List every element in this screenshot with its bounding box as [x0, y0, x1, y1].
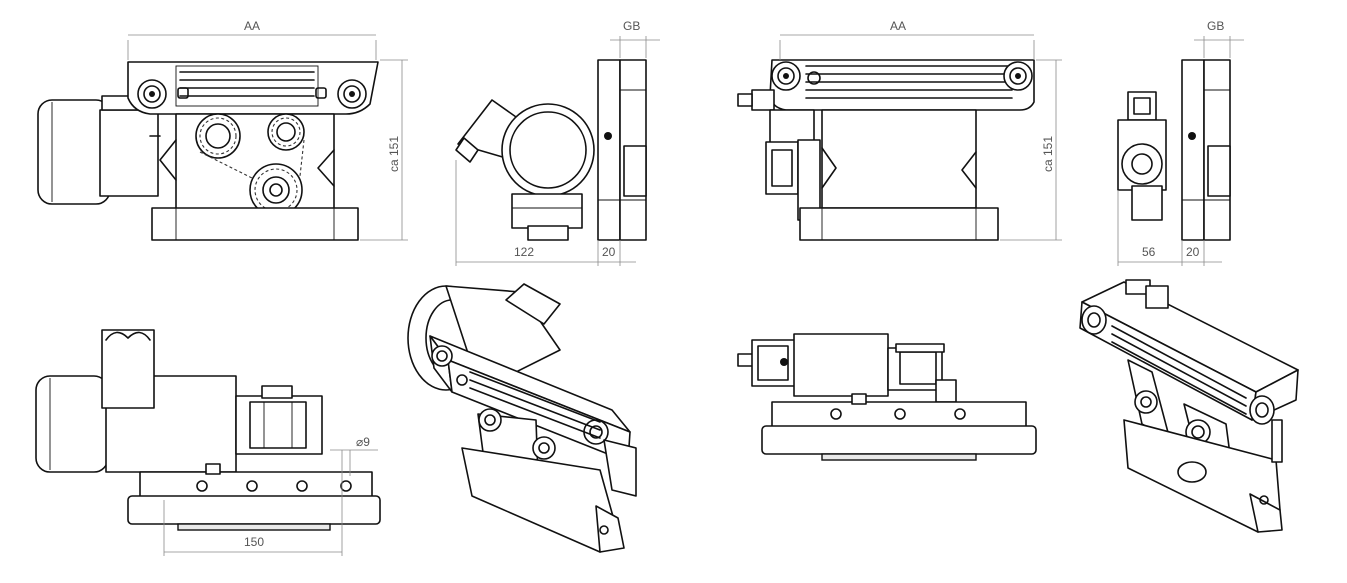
dims-view4: GB 56 20 [1117, 19, 1244, 266]
dim-56: 56 [1142, 245, 1156, 259]
dim-height-2: ca 151 [1041, 136, 1055, 172]
dim-aa-2: AA [890, 19, 906, 33]
dim-150: 150 [244, 535, 264, 549]
dim-20-1: 20 [602, 245, 616, 259]
top-view-motor [35, 329, 381, 531]
front-view-motor [37, 61, 379, 241]
dim-aa-1: AA [244, 19, 260, 33]
dim-gb-1: GB [623, 19, 640, 33]
dim-height-1: ca 151 [387, 136, 401, 172]
dims-view1: AA ca 151 [127, 19, 408, 241]
side-view-pneumatic [1117, 59, 1231, 241]
dim-diameter-9: ⌀9 [356, 435, 370, 449]
front-view-pneumatic [737, 59, 1035, 241]
dims-view3: AA ca 151 [779, 19, 1062, 241]
isometric-pneumatic [1079, 279, 1299, 533]
dims-view2: GB 122 20 [455, 19, 660, 266]
side-view-motor [455, 59, 647, 241]
dim-20-2: 20 [1186, 245, 1200, 259]
top-view-pneumatic [737, 333, 1037, 461]
dim-122: 122 [514, 245, 534, 259]
isometric-motor [407, 283, 637, 553]
dim-gb-2: GB [1207, 19, 1224, 33]
dims-view5: 150 ⌀9 [163, 435, 378, 556]
